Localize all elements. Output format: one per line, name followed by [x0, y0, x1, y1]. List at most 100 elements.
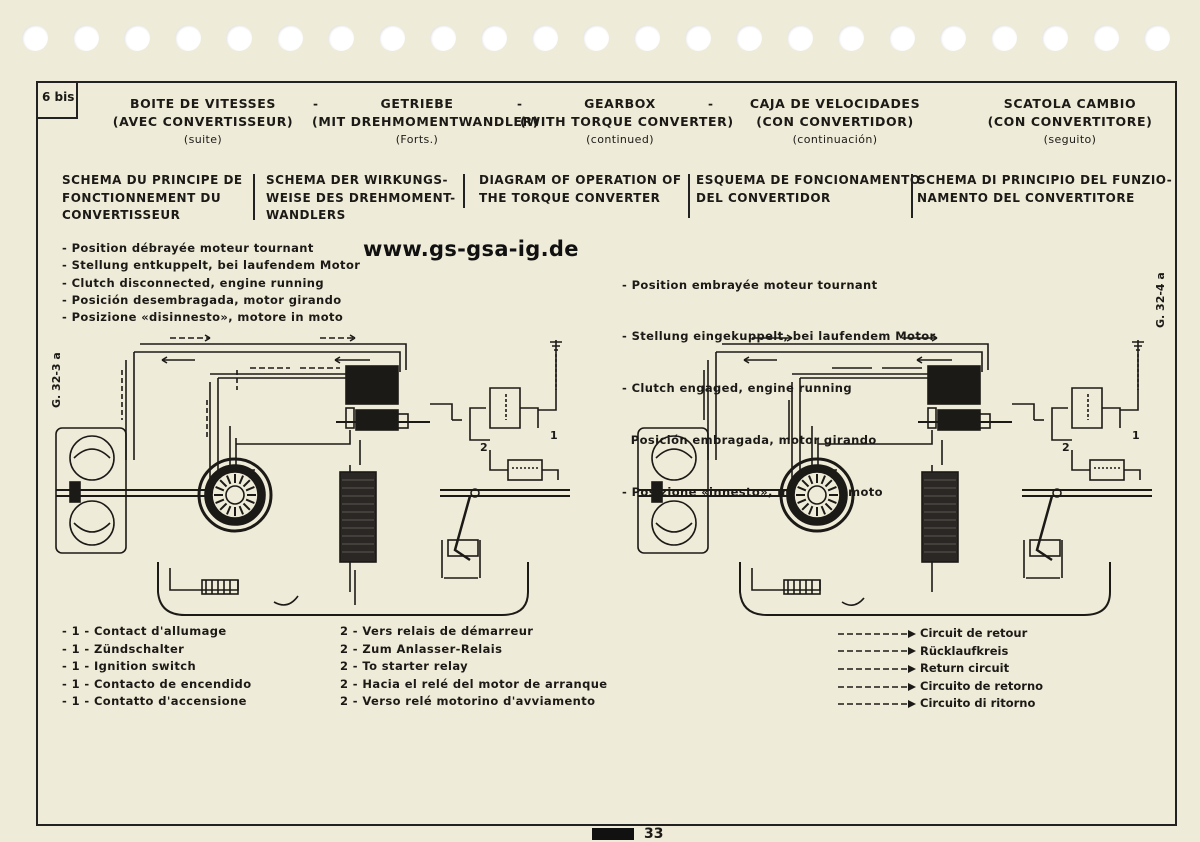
header-title: CAJA DE VELOCIDADES: [749, 96, 921, 111]
legend-label: Circuito di ritorno: [920, 696, 1036, 711]
binder-hole: [838, 25, 864, 51]
legend-item: - 1 - Zündschalter: [62, 641, 185, 656]
legend-item: 2 - To starter relay: [340, 659, 469, 674]
header-title: BOITE DE VITESSES: [129, 96, 277, 111]
header-separator: -: [313, 97, 318, 111]
header-note: (seguito): [1043, 133, 1097, 146]
header-title: SCATOLA CAMBIO: [1003, 96, 1137, 111]
legend-item: 2 - Hacia el relé del motor de arranque: [340, 676, 608, 691]
legend-item: Rücklaufkreis: [838, 643, 1043, 661]
header-subtitle: (WITH TORQUE CONVERTER): [520, 114, 734, 129]
dashed-arrow-icon: [838, 700, 916, 709]
legend-item: 2 - Vers relais de démarreur: [340, 624, 534, 638]
header-note: (continuación): [792, 133, 878, 146]
page-number-text: 33: [644, 826, 664, 842]
binder-hole: [124, 25, 150, 51]
legend-starter-relay: 2 - Vers relais de démarreur 2 - Zum Anl…: [340, 623, 608, 711]
binder-hole: [583, 25, 609, 51]
schema-title-en: DIAGRAM OF OPERATION OF THE TORQUE CONVE…: [479, 172, 682, 207]
header-note: (continued): [586, 133, 654, 146]
schema-divider: [253, 174, 255, 220]
header-subtitle: (CON CONVERTITORE): [987, 114, 1153, 129]
schema-title-line: FONCTIONNEMENT DU: [62, 190, 222, 205]
binder-hole: [736, 25, 762, 51]
header-subtitle: (CON CONVERTIDOR): [756, 114, 914, 129]
section-tag: 6 bis: [36, 81, 78, 119]
schema-divider: [463, 174, 465, 208]
binder-hole: [940, 25, 966, 51]
binder-hole: [175, 25, 201, 51]
header-title: GEARBOX: [584, 96, 656, 111]
binder-hole: [430, 25, 456, 51]
diagram-label-one: 1: [1132, 429, 1140, 442]
header-it: SCATOLA CAMBIO (CON CONVERTITORE) (segui…: [970, 95, 1170, 149]
legend-label: Circuito de retorno: [920, 678, 1044, 693]
header-title: GETRIEBE: [380, 96, 454, 111]
legend-label: Circuit de retour: [920, 626, 1028, 640]
schema-title-it: SCHEMA DI PRINCIPIO DEL FUNZIO- NAMENTO …: [917, 172, 1172, 207]
schema-title-line: DEL CONVERTIDOR: [696, 190, 831, 205]
condition-item: - Stellung eingekuppelt, bei laufendem M…: [622, 329, 936, 344]
legend-item: - 1 - Contact d'allumage: [62, 624, 227, 638]
binder-hole: [481, 25, 507, 51]
torque-converter-diagram-disengaged: 2 1: [55, 334, 570, 616]
dashed-arrow-icon: [838, 664, 916, 673]
header-subtitle: (MIT DREHMOMENTWANDLER): [312, 114, 540, 129]
schema-title-line: SCHEMA DER WIRKUNGS-: [266, 173, 448, 187]
condition-item: - Position embrayée moteur tournant: [622, 277, 878, 292]
condition-item: - Position débrayée moteur tournant: [62, 241, 314, 255]
binder-hole: [1144, 25, 1170, 51]
binder-hole: [634, 25, 660, 51]
condition-item: - Posición desembragada, motor girando: [62, 292, 342, 307]
schema-title-line: WEISE DES DREHMOMENT-: [266, 190, 456, 205]
binder-hole: [787, 25, 813, 51]
left-condition-list: - Position débrayée moteur tournant - St…: [62, 240, 360, 326]
legend-label: Return circuit: [920, 661, 1010, 676]
schema-title-de: SCHEMA DER WIRKUNGS- WEISE DES DREHMOMEN…: [266, 172, 456, 225]
binder-hole: [379, 25, 405, 51]
schema-divider: [688, 174, 690, 218]
torque-converter-diagram-engaged: 2 1: [637, 334, 1152, 616]
schema-title-line: THE TORQUE CONVERTER: [479, 190, 661, 205]
page-frame: [36, 81, 1177, 826]
legend-label: Rücklaufkreis: [920, 643, 1009, 658]
binder-hole: [889, 25, 915, 51]
legend-item: - 1 - Contacto de encendido: [62, 676, 252, 691]
website-watermark: www.gs-gsa-ig.de: [363, 237, 579, 261]
legend-return-circuit: Circuit de retour Rücklaufkreis Return c…: [838, 625, 1043, 713]
pump-gear-icon: [796, 474, 838, 516]
legend-ignition: - 1 - Contact d'allumage - 1 - Zündschal…: [62, 623, 252, 711]
schema-title-es: ESQUEMA DE FONCIONAMENTO DEL CONVERTIDOR: [696, 172, 921, 207]
legend-item: 2 - Zum Anlasser-Relais: [340, 641, 503, 656]
schema-divider: [911, 174, 913, 218]
schema-title-line: SCHEMA DI PRINCIPIO DEL FUNZIO-: [917, 173, 1173, 187]
legend-item: Circuito di ritorno: [838, 695, 1043, 713]
header-separator: -: [517, 97, 522, 111]
schema-title-line: WANDLERS: [266, 208, 346, 222]
schema-title-line: SCHEMA DU PRINCIPE DE: [62, 173, 243, 187]
dashed-arrow-icon: [838, 682, 916, 691]
header-es: CAJA DE VELOCIDADES (CON CONVERTIDOR) (c…: [735, 95, 935, 149]
binder-hole: [1042, 25, 1068, 51]
condition-item: - Clutch engaged, engine running: [622, 381, 853, 396]
dashed-arrow-icon: [838, 629, 916, 638]
binder-hole: [1093, 25, 1119, 51]
header-separator: -: [708, 97, 713, 111]
binder-hole: [328, 25, 354, 51]
legend-item: - 1 - Contatto d'accensione: [62, 694, 247, 709]
legend-item: Circuit de retour: [838, 625, 1043, 643]
schema-title-line: NAMENTO DEL CONVERTITORE: [917, 190, 1135, 205]
condition-item: - Clutch disconnected, engine running: [62, 275, 325, 290]
legend-item: - 1 - Ignition switch: [62, 659, 197, 674]
legend-item: Circuito de retorno: [838, 678, 1043, 696]
legend-item: 2 - Verso relé motorino d'avviamento: [340, 694, 596, 709]
binder-hole: [991, 25, 1017, 51]
binder-hole: [226, 25, 252, 51]
dashed-arrow-icon: [838, 647, 916, 656]
binder-hole: [685, 25, 711, 51]
schema-title-line: CONVERTISSEUR: [62, 208, 181, 222]
header-de: GETRIEBE (MIT DREHMOMENTWANDLER) (Forts.…: [312, 95, 540, 149]
legend-item: Return circuit: [838, 660, 1043, 678]
header-note: (Forts.): [395, 133, 439, 146]
binder-hole: [22, 25, 48, 51]
